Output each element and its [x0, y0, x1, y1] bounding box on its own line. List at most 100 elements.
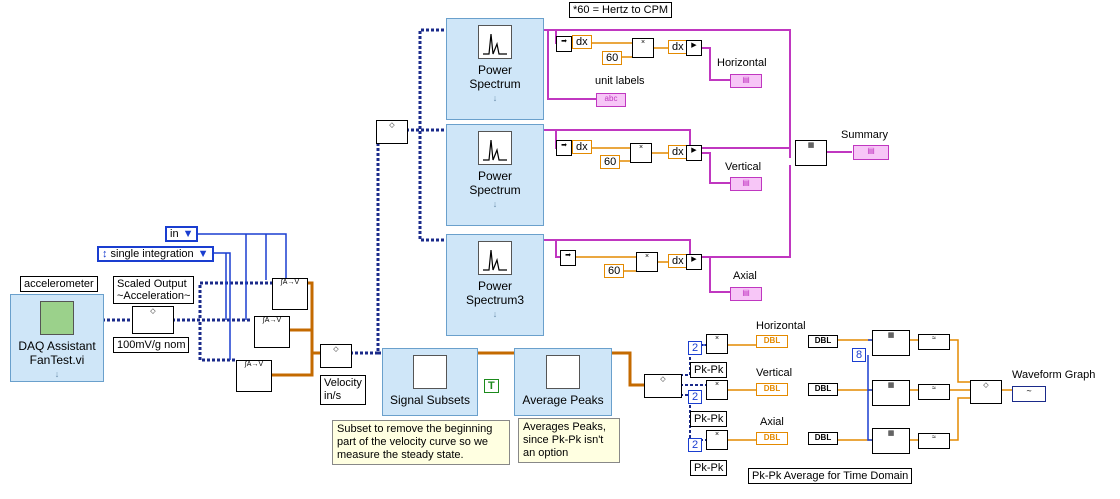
ps1-line2: Spectrum	[469, 77, 521, 91]
daq-line1: DAQ Assistant	[18, 339, 96, 353]
express-vi-icon	[478, 131, 512, 165]
subset-note: Subset to remove the beginning part of t…	[332, 420, 510, 465]
merge-signals-icon: ◇	[320, 344, 352, 368]
dbl-conversion: DBL	[808, 432, 838, 445]
build-array-icon: ▦	[872, 330, 910, 356]
unit-labels-label: unit labels	[595, 75, 645, 87]
multiply-icon: ×	[630, 143, 652, 163]
chevron-down-icon[interactable]: ↓	[492, 309, 498, 319]
build-wave-icon: ▶	[686, 145, 702, 161]
multiply-icon: ×	[706, 430, 728, 450]
axial-label-top: Axial	[733, 270, 757, 282]
dbl-indicator: DBL	[756, 432, 788, 445]
build-table-icon: ▦	[795, 140, 827, 166]
express-vi-icon	[478, 241, 512, 275]
bool-true-constant: T	[484, 379, 499, 393]
multiply-icon: ×	[632, 38, 654, 58]
build-wave-icon: ▶	[686, 40, 702, 56]
merge-signals-icon: ◇	[970, 380, 1002, 404]
pk-pk-label-1: Pk-Pk	[690, 362, 728, 378]
dropdown-arrow-icon: ▼	[182, 228, 194, 240]
build-wave-icon: ▶	[686, 254, 702, 270]
pk-pk-label-2: Pk-Pk	[690, 411, 728, 427]
horizontal-label-top: Horizontal	[717, 57, 767, 69]
ps2-line2: Spectrum	[469, 183, 521, 197]
split-signals-icon: ◇	[644, 374, 682, 398]
build-array-icon: ▦	[872, 428, 910, 454]
eight-constant: 8	[852, 348, 867, 362]
dbl-conversion: DBL	[808, 335, 838, 348]
sensitivity-label: 100mV/g nom	[113, 337, 190, 353]
waveform-graph-indicator: ∼	[1012, 386, 1046, 402]
scaled-output-label: Scaled Output ~Acceleration~	[113, 276, 195, 304]
ps3-line1: Power	[477, 279, 512, 293]
daq-icon	[40, 301, 74, 335]
ps3-line2: Spectrum3	[465, 293, 525, 307]
dx-constant: dx	[572, 140, 592, 154]
split-signals-icon: ◇	[132, 306, 174, 334]
unit-labels-indicator: abc	[596, 93, 626, 107]
dbl-indicator: DBL	[756, 335, 788, 348]
average-peaks-vi[interactable]: Average Peaks	[514, 348, 612, 416]
ps2-line1: Power	[477, 169, 512, 183]
velocity-label: Velocity in/s	[320, 375, 366, 405]
to-waveform-icon: ≈	[918, 433, 950, 449]
two-constant-2: 2	[688, 390, 703, 404]
dbl-conversion: DBL	[808, 383, 838, 396]
to-waveform-icon: ≈	[918, 334, 950, 350]
multiply-icon: ×	[636, 252, 658, 272]
hertz-to-cpm-label: *60 = Hertz to CPM	[569, 2, 673, 18]
indicator-icon: ▤	[730, 177, 762, 191]
pk-pk-label-3: Pk-Pk	[690, 460, 728, 476]
integration-enum[interactable]: ↕single integration▼	[97, 246, 214, 262]
build-array-icon: ▦	[872, 380, 910, 406]
summary-indicator: ▤	[853, 145, 889, 160]
dx-constant: dx	[668, 254, 688, 268]
two-constant-3: 2	[688, 438, 703, 452]
power-spectrum-vi-3[interactable]: Power Spectrum3 ↓	[446, 234, 544, 336]
arrow-node-icon: ➡	[556, 140, 572, 156]
chevron-down-icon[interactable]: ↓	[492, 93, 498, 103]
to-waveform-icon: ≈	[918, 384, 950, 400]
accelerometer-label: accelerometer	[20, 276, 98, 292]
arrow-node-icon: ➡	[560, 250, 576, 266]
power-spectrum-vi-2[interactable]: Power Spectrum ↓	[446, 124, 544, 226]
dx-constant: dx	[572, 35, 592, 49]
summary-label: Summary	[841, 129, 889, 141]
multiply-icon: ×	[706, 380, 728, 400]
average-peaks-caption: Average Peaks	[522, 393, 604, 407]
express-vi-icon	[546, 355, 580, 389]
dropdown-arrow-icon: ▼	[197, 248, 209, 260]
units-enum[interactable]: in▼	[165, 226, 199, 242]
units-enum-value: in	[170, 228, 179, 240]
waveform-graph-label: Waveform Graph	[1012, 369, 1096, 381]
avg-peaks-note: Averages Peaks, since Pk-Pk isn't an opt…	[518, 418, 620, 463]
express-vi-icon	[478, 25, 512, 59]
dx-constant: dx	[668, 40, 688, 54]
daq-line2: FanTest.vi	[29, 353, 85, 367]
axial-label-bottom: Axial	[760, 416, 784, 428]
sixty-constant-2: 60	[600, 155, 621, 169]
dx-constant: dx	[668, 145, 688, 159]
sixty-constant-3: 60	[604, 264, 625, 278]
integration-enum-value: single integration	[110, 248, 194, 260]
signal-subsets-caption: Signal Subsets	[389, 393, 471, 407]
arrow-node-icon: ➡	[556, 36, 572, 52]
pk-pk-average-label: Pk-Pk Average for Time Domain	[748, 468, 913, 484]
sixty-constant-1: 60	[602, 51, 623, 65]
indicator-icon: ▤	[730, 74, 762, 88]
chevron-down-icon[interactable]: ↓	[492, 199, 498, 209]
split-signals-icon: ◇	[376, 120, 408, 144]
two-constant-1: 2	[688, 341, 703, 355]
increment-arrow-icon: ↕	[102, 248, 108, 260]
power-spectrum-vi-1[interactable]: Power Spectrum ↓	[446, 18, 544, 120]
chevron-down-icon[interactable]: ↓	[54, 369, 60, 379]
vertical-label-bottom: Vertical	[756, 367, 793, 379]
integration-vi-icon: ∫A→V	[254, 316, 290, 348]
signal-subsets-vi[interactable]: Signal Subsets	[382, 348, 478, 416]
horizontal-label-bottom: Horizontal	[756, 320, 806, 332]
daq-assistant-vi[interactable]: DAQ Assistant FanTest.vi ↓	[10, 294, 104, 382]
ps1-line1: Power	[477, 63, 512, 77]
integration-vi-icon: ∫A→V	[272, 278, 308, 310]
